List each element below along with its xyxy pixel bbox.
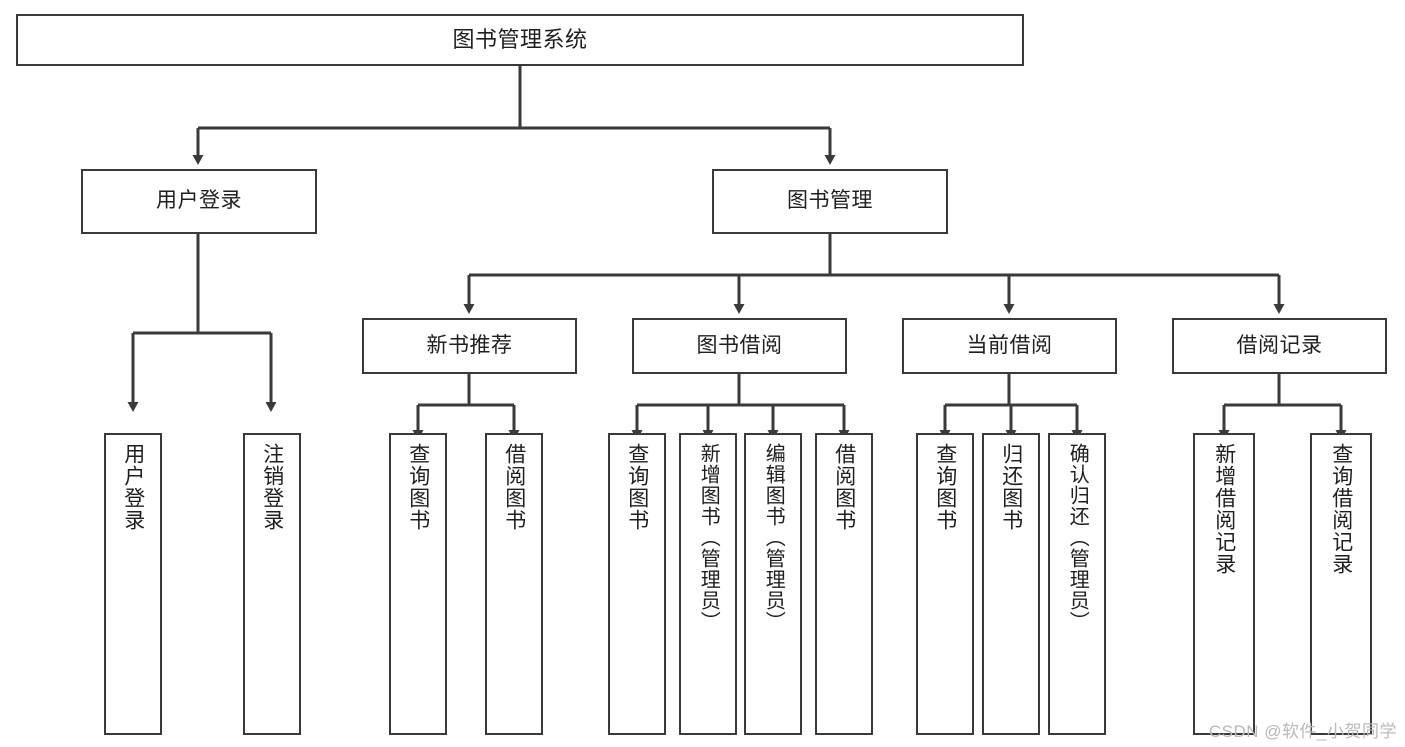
node-label: 注销登录 xyxy=(260,443,284,531)
csdn-watermark: CSDN @软件_小贺同学 xyxy=(1208,722,1397,741)
node-borrowing-record[interactable]: 借阅记录 xyxy=(1172,318,1387,374)
node-root-book-management-system[interactable]: 图书管理系统 xyxy=(16,14,1024,66)
leaf-current-query-books[interactable]: 查询图书 xyxy=(916,433,974,735)
leaf-user-login-login[interactable]: 用户登录 xyxy=(104,433,162,735)
leaf-borrow-add-book-admin[interactable]: 新增图书（管理员） xyxy=(679,433,737,735)
node-label: 用户登录 xyxy=(156,189,242,213)
leaf-record-add-borrow-record[interactable]: 新增借阅记录 xyxy=(1193,433,1255,735)
leaf-current-return-books[interactable]: 归还图书 xyxy=(982,433,1040,735)
node-book-borrowing[interactable]: 图书借阅 xyxy=(632,318,847,374)
leaf-new-book-borrow-books[interactable]: 借阅图书 xyxy=(485,433,543,735)
node-label: 查询借阅记录 xyxy=(1329,443,1353,575)
node-label: 新增图书（管理员） xyxy=(697,443,720,632)
node-label: 新书推荐 xyxy=(426,333,513,357)
node-label: 用户登录 xyxy=(121,443,145,531)
leaf-new-book-query-books[interactable]: 查询图书 xyxy=(389,433,447,735)
node-label: 查询图书 xyxy=(933,443,957,531)
leaf-borrow-edit-book-admin[interactable]: 编辑图书（管理员） xyxy=(744,433,802,735)
leaf-record-query-borrow-record[interactable]: 查询借阅记录 xyxy=(1310,433,1372,735)
node-label: 图书借阅 xyxy=(696,333,783,357)
node-label: 查询图书 xyxy=(406,443,430,531)
node-label: 借阅记录 xyxy=(1236,333,1323,357)
node-label: 图书管理系统 xyxy=(452,27,588,53)
node-label: 借阅图书 xyxy=(832,443,856,531)
node-label: 当前借阅 xyxy=(966,333,1053,357)
node-label: 查询图书 xyxy=(625,443,649,531)
leaf-borrow-query-books[interactable]: 查询图书 xyxy=(608,433,666,735)
leaf-borrow-borrow-books[interactable]: 借阅图书 xyxy=(815,433,873,735)
node-label: 确认归还（管理员） xyxy=(1066,443,1089,632)
node-label: 新增借阅记录 xyxy=(1212,443,1236,575)
node-label: 图书管理 xyxy=(787,189,873,213)
node-label: 编辑图书（管理员） xyxy=(762,443,785,632)
node-label: 归还图书 xyxy=(999,443,1023,531)
node-book-management[interactable]: 图书管理 xyxy=(712,169,948,234)
node-current-borrowing[interactable]: 当前借阅 xyxy=(902,318,1117,374)
leaf-user-login-logout[interactable]: 注销登录 xyxy=(243,433,301,735)
leaf-current-confirm-return-admin[interactable]: 确认归还（管理员） xyxy=(1048,433,1106,735)
node-new-book-recommendation[interactable]: 新书推荐 xyxy=(362,318,577,374)
node-user-login[interactable]: 用户登录 xyxy=(81,169,317,234)
node-label: 借阅图书 xyxy=(502,443,526,531)
